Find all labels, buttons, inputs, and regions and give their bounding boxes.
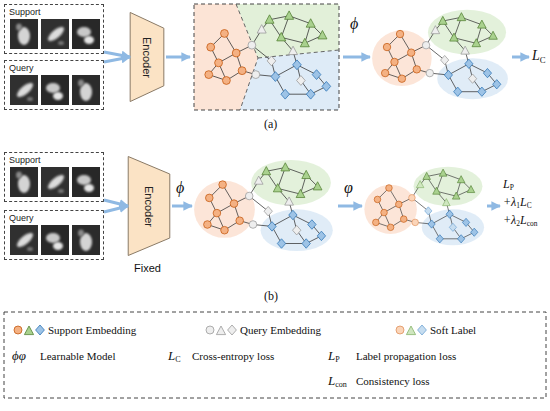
model-symbol: ϕ bbox=[350, 16, 358, 32]
loss-term: +λ1LC bbox=[503, 196, 532, 210]
symbol-text: +λ bbox=[503, 195, 516, 209]
subscript: C bbox=[540, 55, 546, 65]
panel-label: (a) bbox=[264, 118, 277, 130]
encoder-trapezoid: Encoder bbox=[130, 12, 164, 102]
encoder-label: Encoder bbox=[141, 37, 153, 78]
set-label: Query bbox=[9, 63, 34, 74]
loss-term: LP bbox=[503, 178, 514, 192]
symbol-text: L bbox=[168, 348, 175, 363]
legend-text: Cross-entropy loss bbox=[192, 350, 274, 362]
image-set-box: Query bbox=[4, 210, 104, 260]
model-symbol: φ bbox=[344, 180, 353, 196]
flow-arrow bbox=[104, 52, 130, 57]
legend-text: Consistency loss bbox=[356, 375, 430, 387]
encoder-outline bbox=[128, 157, 170, 256]
symbol-text: φ bbox=[344, 179, 353, 196]
symbol-text: L bbox=[328, 373, 335, 388]
symbol-text: ϕ bbox=[176, 179, 184, 196]
loss-term: LC bbox=[532, 49, 546, 64]
symbol-text: L bbox=[532, 48, 540, 63]
set-label: Support bbox=[9, 7, 41, 18]
symbol-text: (b) bbox=[264, 289, 278, 303]
encoder-note: Fixed bbox=[134, 263, 161, 274]
subscript: C bbox=[175, 355, 180, 364]
legend-text: Query Embedding bbox=[240, 324, 321, 336]
loss-term: +λ2Lcon bbox=[503, 214, 537, 228]
encoder-outline bbox=[130, 12, 164, 101]
legend-symbol: Lcon bbox=[328, 374, 347, 389]
subscript: P bbox=[335, 355, 339, 364]
legend-frame bbox=[4, 312, 546, 398]
subscript: P bbox=[510, 183, 514, 192]
legend-text: Learnable Model bbox=[40, 350, 115, 362]
graph-b-1 bbox=[194, 160, 333, 251]
symbol-text: Fixed bbox=[134, 262, 161, 274]
symbol-text: ϕφ bbox=[12, 348, 26, 363]
set-label: Query bbox=[9, 213, 34, 224]
partition-panel bbox=[194, 4, 339, 110]
symbol-text: (a) bbox=[264, 117, 277, 131]
flow-arrow bbox=[104, 206, 128, 212]
subscript: 1 bbox=[516, 201, 520, 210]
symbol-text: +λ bbox=[503, 213, 516, 227]
encoder-trapezoid: Encoder bbox=[128, 156, 170, 256]
panel-label: (b) bbox=[264, 290, 278, 302]
legend-symbol: LC bbox=[168, 349, 181, 364]
subscript: con bbox=[335, 380, 347, 389]
symbol-text: L bbox=[520, 213, 527, 227]
subscript: con bbox=[527, 219, 538, 228]
symbol-text: L bbox=[503, 177, 510, 191]
symbol-text: ϕ bbox=[350, 15, 358, 32]
encoder-label: Encoder bbox=[143, 186, 155, 227]
legend-text: Support Embedding bbox=[48, 324, 136, 336]
subscript: 2 bbox=[516, 219, 520, 228]
subscript: C bbox=[527, 201, 532, 210]
image-set-box: Support bbox=[4, 152, 104, 202]
model-symbol: ϕ bbox=[176, 180, 184, 196]
flow-arrow bbox=[104, 200, 128, 206]
sample-images bbox=[10, 19, 100, 255]
legend-symbol: LP bbox=[328, 349, 340, 364]
legend-text: Soft Label bbox=[430, 324, 476, 336]
flow-arrow bbox=[104, 57, 130, 62]
symbol-text: L bbox=[328, 348, 335, 363]
symbol-text: L bbox=[520, 195, 527, 209]
graph-a bbox=[372, 10, 508, 99]
graph-b-2 bbox=[364, 167, 484, 246]
set-label: Support bbox=[9, 155, 41, 166]
image-set-box: Support bbox=[4, 4, 104, 54]
legend-symbol: ϕφ bbox=[12, 349, 26, 362]
image-set-box: Query bbox=[4, 60, 104, 110]
legend-text: Label propagation loss bbox=[356, 350, 456, 362]
